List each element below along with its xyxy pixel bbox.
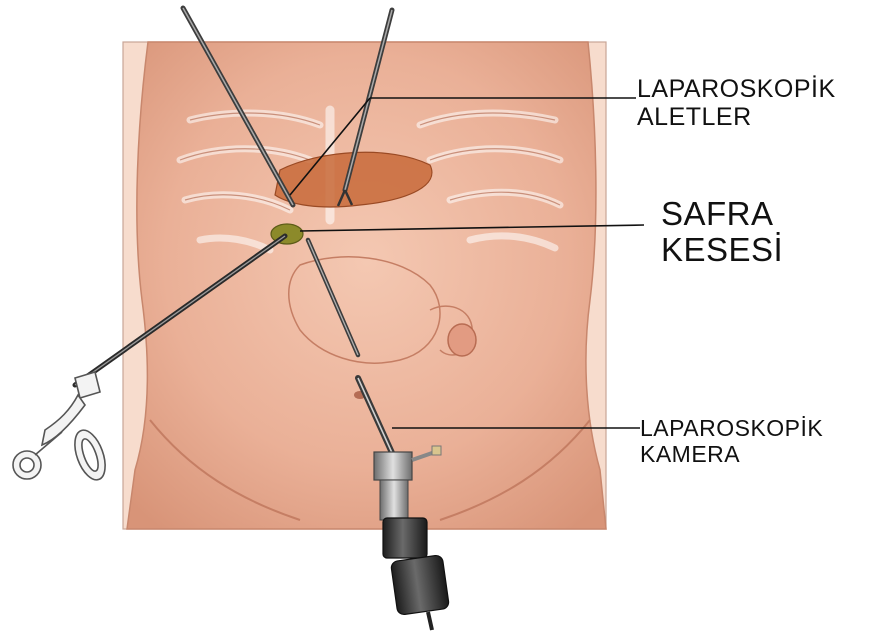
grasper-handle <box>13 372 111 484</box>
label-camera-line1: LAPAROSKOPİK <box>640 416 823 442</box>
label-instruments-line2: ALETLER <box>637 103 836 131</box>
label-laparoscopic-instruments: LAPAROSKOPİK ALETLER <box>637 75 836 131</box>
label-gallbladder-line2: KESESİ <box>661 232 783 268</box>
label-gallbladder-line1: SAFRA <box>661 196 783 232</box>
label-laparoscopic-camera: LAPAROSKOPİK KAMERA <box>640 416 823 468</box>
label-camera-line2: KAMERA <box>640 442 823 468</box>
label-gallbladder: SAFRA KESESİ <box>661 196 783 269</box>
label-instruments-line1: LAPAROSKOPİK <box>637 75 836 103</box>
